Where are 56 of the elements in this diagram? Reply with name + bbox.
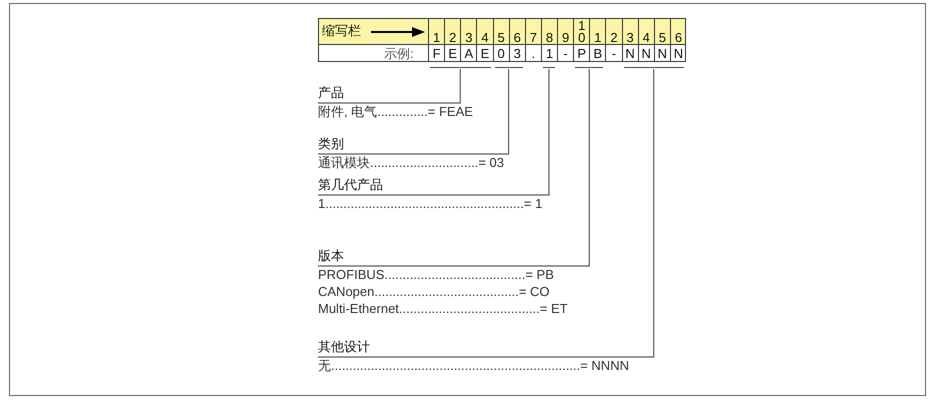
leader-line (318, 68, 654, 358)
row-label: 缩写栏 (322, 22, 361, 40)
code-option: PROFIBUS.......................................= PB (318, 266, 568, 283)
code-option: CANopen........................................= CO (318, 283, 568, 300)
bracket-line (494, 67, 523, 69)
position-number: 5 (492, 18, 509, 45)
code-character: N (670, 45, 686, 62)
bracket-line (430, 67, 490, 69)
section-heading: 产品 (318, 84, 345, 102)
section-heading: 版本 (318, 247, 345, 265)
position-number: 9 (557, 18, 574, 45)
code-character: B (589, 45, 606, 62)
row-label: 示例: (384, 45, 414, 62)
code-character: A (460, 45, 476, 62)
code-option: 1.......................................................= 1 (318, 195, 542, 212)
bracket-line (542, 67, 555, 69)
position-number: 6 (508, 18, 525, 45)
position-number: 4 (638, 18, 654, 45)
bracket-line (624, 67, 684, 69)
code-character: 1 (540, 45, 557, 62)
position-number: 2 (444, 18, 460, 45)
leader-line (318, 68, 590, 266)
code-option: 通讯模块..............................= 03 (318, 154, 504, 171)
code-character: . (524, 45, 541, 62)
code-option: 无.....................................................................= NNNN (318, 357, 629, 374)
leader-line (318, 68, 550, 196)
section-heading: 类别 (318, 135, 345, 153)
position-number: 4 (476, 18, 492, 45)
code-character: N (638, 45, 654, 62)
position-number: 1 (589, 18, 606, 45)
position-number: 1 0 (573, 18, 590, 45)
position-number: 8 (540, 18, 557, 45)
position-number: 7 (524, 18, 541, 45)
code-character: 3 (508, 45, 525, 62)
code-character: E (444, 45, 460, 62)
position-number: 2 (605, 18, 622, 45)
code-character: F (428, 45, 444, 62)
leader-line (318, 68, 510, 154)
code-character: E (476, 45, 492, 62)
code-character: - (605, 45, 622, 62)
leader-line (318, 68, 461, 104)
code-character: N (654, 45, 670, 62)
bracket-line (575, 67, 604, 69)
position-number: 3 (460, 18, 476, 45)
position-number: 3 (622, 18, 638, 45)
code-character: N (622, 45, 638, 62)
position-number: 5 (654, 18, 670, 45)
code-character: 0 (492, 45, 509, 62)
code-character: - (557, 45, 574, 62)
section-heading: 第几代产品 (318, 176, 384, 194)
position-number: 1 (428, 18, 444, 45)
code-option: Multi-Ethernet.......................................= ET (318, 300, 568, 317)
code-character: P (573, 45, 590, 62)
position-number: 6 (670, 18, 686, 45)
code-option: 附件, 电气..............= FEAE (318, 103, 473, 120)
section-heading: 其他设计 (318, 338, 371, 356)
